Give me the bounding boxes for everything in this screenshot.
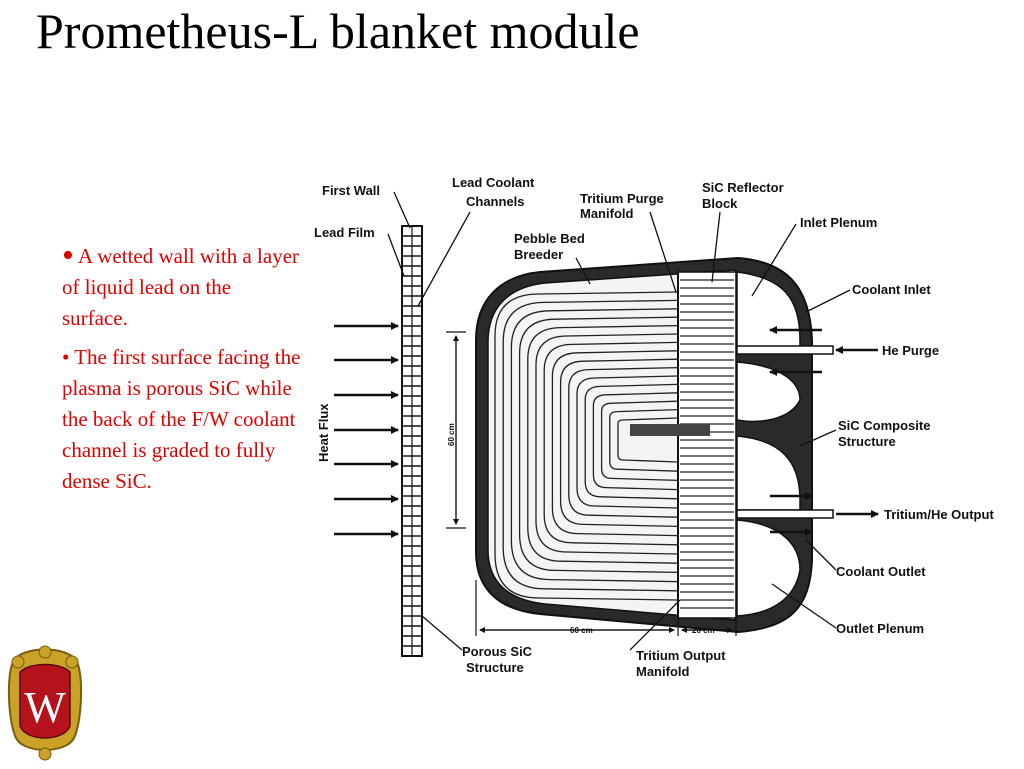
leader-lines	[387, 191, 851, 651]
label-pebble-bed-line1: Pebble Bed	[514, 231, 585, 246]
breeder-channel	[535, 333, 679, 555]
label-tritium-purge-line2: Manifold	[580, 206, 633, 221]
bullet-item: • The first surface facing the plasma is…	[62, 342, 302, 497]
breeder-channel	[600, 400, 679, 482]
label-first-wall: First Wall	[322, 183, 380, 198]
label-lead-coolant-line1: Lead Coolant	[452, 175, 535, 190]
pebble-bed-channels	[494, 291, 679, 601]
sic-reflector-block	[677, 271, 737, 619]
university-crest-logo: W	[4, 642, 86, 764]
breeder-channel	[617, 417, 679, 463]
breeder-channel	[518, 316, 679, 574]
label-tritium-output-line1: Tritium Output	[636, 648, 726, 663]
bullet-marker: •	[62, 237, 74, 274]
breeder-region	[487, 269, 736, 621]
dimension-lines	[446, 331, 737, 636]
label-sic-composite-line1: SiC Composite	[838, 418, 930, 433]
label-pebble-bed-line2: Breeder	[514, 247, 563, 262]
first-wall-ladder	[401, 225, 423, 657]
heat-flux-arrows	[334, 322, 399, 538]
flow-arrows	[769, 326, 879, 536]
dim-60-vertical-label: 60 cm	[447, 423, 456, 446]
breeder-channel	[527, 324, 679, 564]
label-porous-sic-line2: Structure	[466, 660, 524, 675]
breeder-channel	[494, 291, 679, 601]
page-title: Prometheus-L blanket module	[36, 3, 640, 59]
breeder-channel	[576, 375, 679, 509]
label-tritium-output-line2: Manifold	[636, 664, 689, 679]
label-lead-coolant-line2: Channels	[466, 194, 525, 209]
bullet-item: • A wetted wall with a layer of liquid l…	[62, 237, 302, 334]
dim-60-horizontal-label: 60 cm	[570, 626, 593, 635]
label-tritium-purge-line1: Tritium Purge	[580, 191, 664, 206]
crest-letter: W	[24, 683, 66, 732]
label-outlet-plenum: Outlet Plenum	[836, 621, 924, 636]
label-coolant-inlet: Coolant Inlet	[852, 282, 931, 297]
crest-shield-icon	[7, 645, 83, 761]
breeder-channel	[510, 308, 679, 583]
breeder-channel	[609, 408, 679, 472]
breeder-channel	[551, 350, 679, 537]
label-porous-sic-line1: Porous SiC	[462, 644, 533, 659]
breeder-channel	[584, 383, 679, 500]
label-inlet-plenum: Inlet Plenum	[800, 215, 877, 230]
label-he-purge: He Purge	[882, 343, 939, 358]
bullet-list: • A wetted wall with a layer of liquid l…	[62, 237, 302, 505]
label-coolant-outlet: Coolant Outlet	[836, 564, 926, 579]
central-manifold-bar	[630, 424, 710, 436]
breeder-channel	[592, 392, 679, 491]
label-reflector-line2: Block	[702, 196, 738, 211]
label-lead-film: Lead Film	[314, 225, 375, 240]
breeder-channel	[502, 299, 679, 592]
label-tritium-he-output: Tritium/He Output	[884, 507, 994, 522]
pipes	[736, 345, 834, 519]
breeder-channel	[568, 366, 679, 518]
label-sic-composite-line2: Structure	[838, 434, 896, 449]
breeder-channel	[543, 341, 679, 546]
bullet-text: • The first surface facing the plasma is…	[62, 345, 301, 493]
breeder-channel	[559, 358, 679, 528]
bullet-text: A wetted wall with a layer of liquid lea…	[62, 244, 300, 330]
heat-flux-label: Heat Flux	[316, 403, 331, 462]
label-reflector-line1: SiC Reflector	[702, 180, 784, 195]
dim-20-label: 20 cm	[692, 626, 715, 635]
